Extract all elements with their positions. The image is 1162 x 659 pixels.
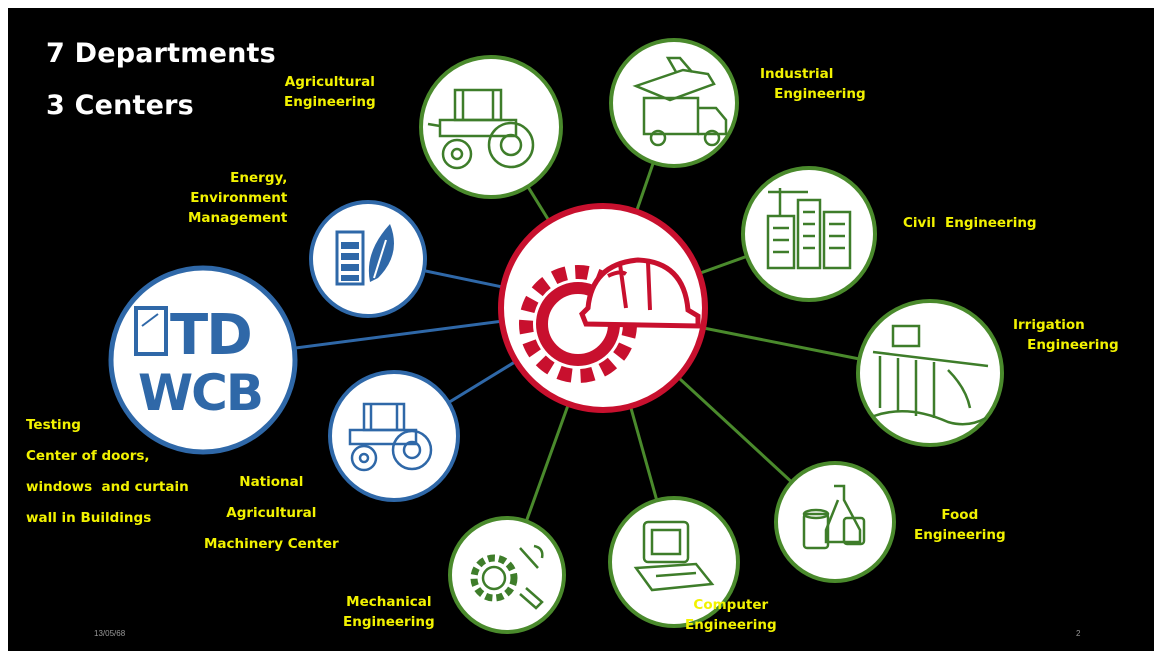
buildings-icon — [766, 188, 852, 270]
center-energy — [309, 200, 427, 318]
truck-airplane-icon — [632, 56, 728, 147]
departments-heading: 7 Departments — [46, 38, 276, 69]
tdwcb-logo-td: TD — [170, 303, 251, 368]
computer-icon — [633, 520, 715, 592]
hub-diagram: TD WCB — [108, 38, 1004, 634]
page-number: 2 — [1076, 629, 1081, 638]
irrigation-label: Irrigation Engineering — [1013, 317, 1119, 353]
energy-label: Energy, Environment Management — [188, 170, 288, 226]
dam-icon — [872, 324, 989, 426]
food-jars-icon — [802, 484, 866, 550]
center-agri-machinery — [328, 370, 460, 502]
computer-label: Computer Engineering — [685, 597, 777, 633]
tdwcb-label: Testing Center of doors, windows and cur… — [26, 417, 189, 526]
slide: TD WCB 7 Departments 3 Centers — [8, 8, 1154, 651]
footer-date: 13/05/68 — [94, 629, 126, 638]
mechanical-label: Mechanical Engineering — [343, 594, 435, 630]
center-tdwcb: TD WCB — [108, 265, 298, 455]
centers-heading: 3 Centers — [46, 90, 194, 121]
agricultural-label: Agricultural Engineering — [284, 74, 376, 110]
tractor-icon — [348, 402, 433, 472]
dept-food — [774, 461, 896, 583]
dept-civil — [741, 166, 877, 302]
door-window-icon — [134, 306, 168, 356]
hub — [498, 203, 708, 413]
agri-machinery-label: National Agricultural Machinery Center — [204, 474, 339, 552]
dept-computer — [608, 496, 740, 628]
industrial-label: Industrial Engineering — [760, 66, 866, 102]
tractor-icon — [427, 88, 535, 170]
tdwcb-logo-wcb: WCB — [138, 364, 262, 422]
food-label: Food Engineering — [914, 507, 1006, 543]
gear-wrench-icon — [470, 544, 544, 610]
battery-leaf-icon — [335, 224, 394, 286]
dept-agricultural — [419, 55, 563, 199]
dept-irrigation — [856, 299, 1004, 447]
civil-label: Civil Engineering — [903, 215, 1037, 231]
dept-industrial — [609, 38, 739, 168]
dept-mechanical — [448, 516, 566, 634]
gear-hardhat-icon — [519, 257, 701, 383]
